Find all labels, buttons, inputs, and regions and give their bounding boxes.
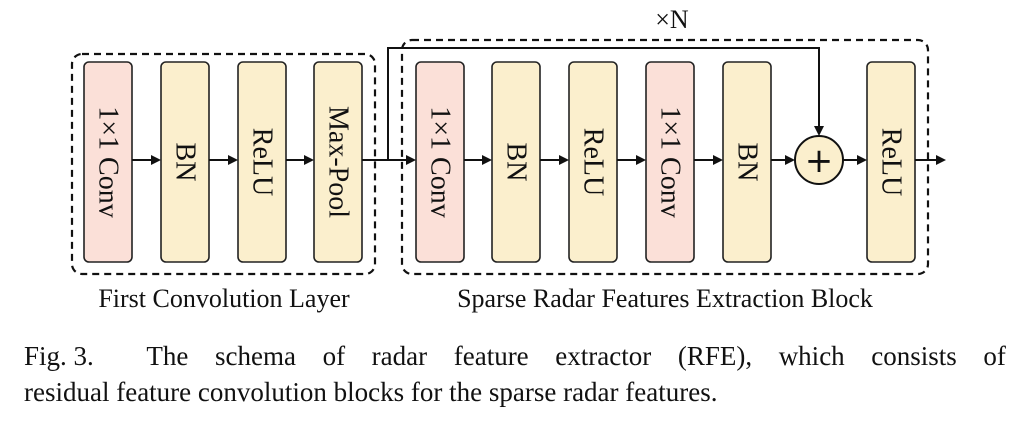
block-bn-3: BN <box>722 61 772 263</box>
repeat-label: ×N <box>655 5 689 34</box>
arrows <box>132 47 946 165</box>
block-bn-2-box <box>491 61 541 263</box>
block-relu-2: ReLU <box>568 61 618 263</box>
caption-word: (RFE), <box>677 341 753 371</box>
block-relu-3-box <box>866 61 916 263</box>
block-relu-3-label: ReLU <box>876 128 907 196</box>
block-conv-1: 1×1 Conv <box>83 61 133 263</box>
block-conv-2-label: 1×1 Conv <box>425 106 456 217</box>
block-relu-2-box <box>568 61 618 263</box>
caption-word: of <box>322 341 346 371</box>
block-bn-1: BN <box>160 61 210 263</box>
caption-word: feature <box>453 341 529 371</box>
plus-icon: + <box>805 141 834 181</box>
block-bn-3-box <box>722 61 772 263</box>
caption-word: extractor <box>555 341 652 371</box>
caption-figure-label: Fig. 3. <box>24 341 94 371</box>
block-bn-2-label: BN <box>501 143 532 182</box>
block-conv-1-label: 1×1 Conv <box>93 106 124 217</box>
caption-line-1: Fig. 3. The schema of radar feature extr… <box>24 338 1006 374</box>
figure-caption: Fig. 3. The schema of radar feature extr… <box>24 338 1006 410</box>
first-conv-layer-label: First Convolution Layer <box>98 284 350 313</box>
skip-connection-arrow <box>387 47 824 160</box>
caption-word: of <box>983 341 1006 371</box>
sparse-block-group <box>400 38 930 276</box>
block-maxpool-box <box>313 61 363 263</box>
caption-word: radar <box>371 341 428 371</box>
block-conv-2: 1×1 Conv <box>415 61 465 263</box>
block-conv-3-label: 1×1 Conv <box>655 106 686 217</box>
block-bn-2: BN <box>491 61 541 263</box>
block-bn-1-label: BN <box>170 143 201 182</box>
block-maxpool-label: Max-Pool <box>323 106 354 218</box>
block-bn-1-box <box>160 61 210 263</box>
block-conv-2-box <box>415 61 465 263</box>
block-relu-1-label: ReLU <box>247 128 278 196</box>
block-maxpool: Max-Pool <box>313 61 363 263</box>
add-node: + <box>794 135 844 185</box>
caption-word: which <box>778 341 845 371</box>
block-relu-3: ReLU <box>866 61 916 263</box>
rfe-diagram: 1×1 Conv BN ReLU Max-Pool 1×1 Conv BN Re… <box>70 5 946 313</box>
block-relu-1-box <box>237 61 287 263</box>
block-bn-3-label: BN <box>732 143 763 182</box>
first-conv-layer-group <box>70 52 377 276</box>
caption-word: The <box>146 341 189 371</box>
block-conv-1-box <box>83 61 133 263</box>
caption-line-2: residual feature convolution blocks for … <box>24 377 718 407</box>
caption-word: consists <box>871 341 957 371</box>
sparse-block-label: Sparse Radar Features Extraction Block <box>457 284 873 313</box>
block-relu-2-label: ReLU <box>578 128 609 196</box>
block-conv-3-box <box>645 61 695 263</box>
caption-word: schema <box>214 341 296 371</box>
block-conv-3: 1×1 Conv <box>645 61 695 263</box>
block-relu-1: ReLU <box>237 61 287 263</box>
